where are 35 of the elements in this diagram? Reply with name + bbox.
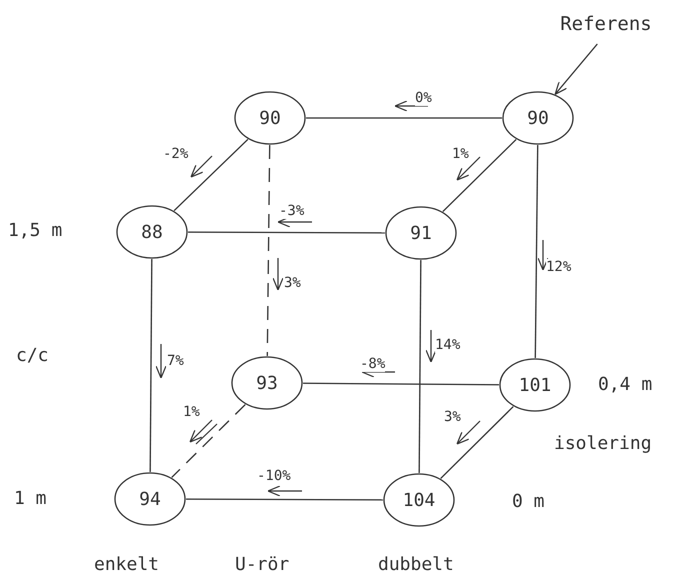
leader-arrow [554, 44, 598, 95]
reference-label: Referens [558, 12, 654, 36]
connecting-line [440, 406, 514, 479]
axis-label: enkelt [94, 555, 160, 575]
axis-label: 0 m [512, 492, 545, 512]
value-ellipse: 101 [499, 358, 571, 412]
axis-label: isolering [554, 434, 652, 454]
edge-label: -3% [279, 203, 304, 219]
connecting-line [266, 145, 270, 356]
edge-label: 0% [415, 90, 432, 106]
value-ellipse: 90 [234, 91, 306, 145]
connecting-line [186, 498, 383, 501]
connecting-line [150, 259, 152, 472]
connecting-line [303, 382, 499, 386]
edge-label: 14% [435, 337, 460, 353]
value-ellipse: 93 [231, 356, 303, 410]
axis-label: dubbelt [378, 555, 454, 575]
value-ellipse: 104 [383, 473, 455, 527]
axis-label: c/c [16, 346, 49, 366]
value-ellipse: 91 [385, 206, 457, 260]
edge-label: -8% [360, 356, 386, 372]
value-ellipse: 94 [114, 472, 186, 526]
axis-label: U-rör [235, 555, 290, 575]
value-ellipse: 90 [502, 91, 574, 145]
axis-label: 0,4 m [598, 375, 652, 395]
connecting-line [306, 117, 502, 119]
connecting-line [174, 138, 248, 212]
value-ellipse: 88 [116, 205, 188, 259]
connecting-line [188, 231, 385, 234]
connecting-line [442, 139, 517, 212]
axis-label: 1,5 m [8, 221, 62, 241]
axis-label: 1 m [14, 489, 47, 509]
connecting-line [171, 404, 246, 478]
connecting-line [418, 260, 422, 473]
connecting-line [534, 145, 538, 358]
